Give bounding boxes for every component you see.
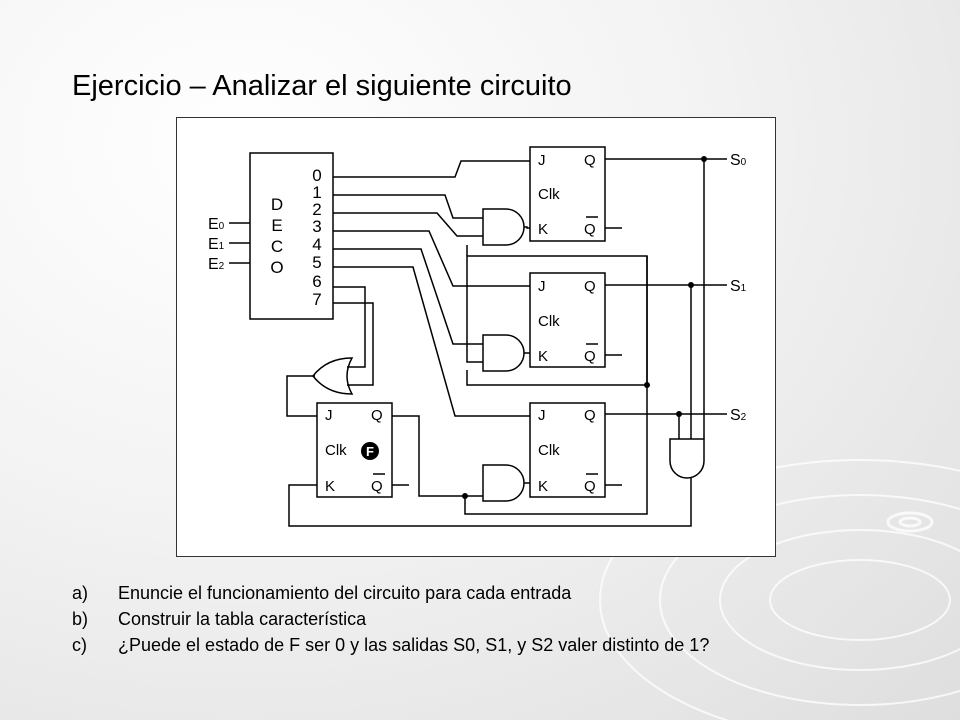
decoder-output-number: 4 bbox=[312, 235, 321, 254]
question-list: a) Enuncie el funcionamiento del circuito… bbox=[72, 580, 709, 658]
decoder-output-number: 3 bbox=[312, 217, 321, 236]
flipflop-2-j: J bbox=[538, 407, 546, 424]
flipflop-2-clk: Clk bbox=[538, 442, 560, 459]
flipflop-0-k: K bbox=[538, 221, 548, 238]
decoder-letter: C bbox=[271, 237, 283, 256]
question-item-b: b) Construir la tabla característica bbox=[72, 606, 709, 632]
flipflop-f-j: J bbox=[325, 407, 333, 424]
flipflop-f-qbar: Q bbox=[371, 478, 383, 495]
flipflop-2-q: Q bbox=[584, 407, 596, 424]
and-gate-1 bbox=[482, 334, 525, 372]
flipflop-2-k: K bbox=[538, 478, 548, 495]
flipflop-0-j: J bbox=[538, 152, 546, 169]
flipflop-2-qbar: Q bbox=[584, 478, 596, 495]
flipflop-1-k: K bbox=[538, 348, 548, 365]
flipflop-0-qbar: Q bbox=[584, 221, 596, 238]
slide-title: Ejercicio – Analizar el siguiente circui… bbox=[72, 70, 572, 102]
flipflop-f-box bbox=[316, 402, 393, 498]
output-label-s0: S0 bbox=[730, 152, 747, 169]
or-gate bbox=[312, 357, 354, 395]
flipflop-0-box bbox=[529, 146, 606, 242]
output-label-s1: S1 bbox=[730, 278, 747, 295]
flipflop-1-qbar: Q bbox=[584, 348, 596, 365]
decoder-letter: D bbox=[271, 195, 283, 214]
flipflop-f-q: Q bbox=[371, 407, 383, 424]
question-marker: c) bbox=[72, 635, 87, 655]
decoder-output-number: 2 bbox=[312, 200, 321, 219]
input-label-e1: E1 bbox=[208, 236, 225, 253]
flipflop-0-clk: Clk bbox=[538, 186, 560, 203]
question-text: Construir la tabla característica bbox=[118, 609, 367, 629]
and-gate-0 bbox=[482, 208, 525, 246]
question-marker: b) bbox=[72, 609, 89, 629]
circuit-diagram: D E C O 0 1 2 3 4 5 6 7 E0 E1 E2 J Q Clk… bbox=[176, 117, 776, 557]
and-gate-final bbox=[669, 438, 705, 479]
decoder-output-number: 1 bbox=[312, 183, 321, 202]
flipflop-f-badge bbox=[361, 442, 379, 460]
and-gate-2 bbox=[482, 464, 525, 502]
decoder-output-number: 6 bbox=[312, 272, 321, 291]
decoder-output-number: 0 bbox=[312, 166, 321, 185]
flipflop-1-j: J bbox=[538, 278, 546, 295]
input-label-e0: E0 bbox=[208, 216, 225, 233]
input-label-e2: E2 bbox=[208, 256, 225, 273]
question-text: ¿Puede el estado de F ser 0 y las salida… bbox=[118, 635, 710, 655]
question-marker: a) bbox=[72, 583, 89, 603]
flipflop-f-clk: Clk bbox=[325, 442, 347, 459]
flipflop-f-badge-label: F bbox=[366, 444, 374, 459]
flipflop-1-box bbox=[529, 272, 606, 368]
decoder-output-number: 7 bbox=[312, 290, 321, 309]
flipflop-f-k: K bbox=[325, 478, 335, 495]
output-label-s2: S2 bbox=[730, 407, 747, 424]
decoder-output-number: 5 bbox=[312, 253, 321, 272]
flipflop-0-q: Q bbox=[584, 152, 596, 169]
question-item-a: a) Enuncie el funcionamiento del circuito… bbox=[72, 580, 709, 606]
question-item-c: c) ¿Puede el estado de F ser 0 y las sali… bbox=[72, 632, 709, 658]
decoder-box bbox=[249, 152, 334, 320]
decoder-letter: E bbox=[271, 216, 282, 235]
question-text: Enuncie el funcionamiento del circuito p… bbox=[118, 583, 572, 603]
flipflop-1-clk: Clk bbox=[538, 313, 560, 330]
decoder-letter: O bbox=[270, 258, 283, 277]
flipflop-1-q: Q bbox=[584, 278, 596, 295]
flipflop-2-box bbox=[529, 402, 606, 498]
